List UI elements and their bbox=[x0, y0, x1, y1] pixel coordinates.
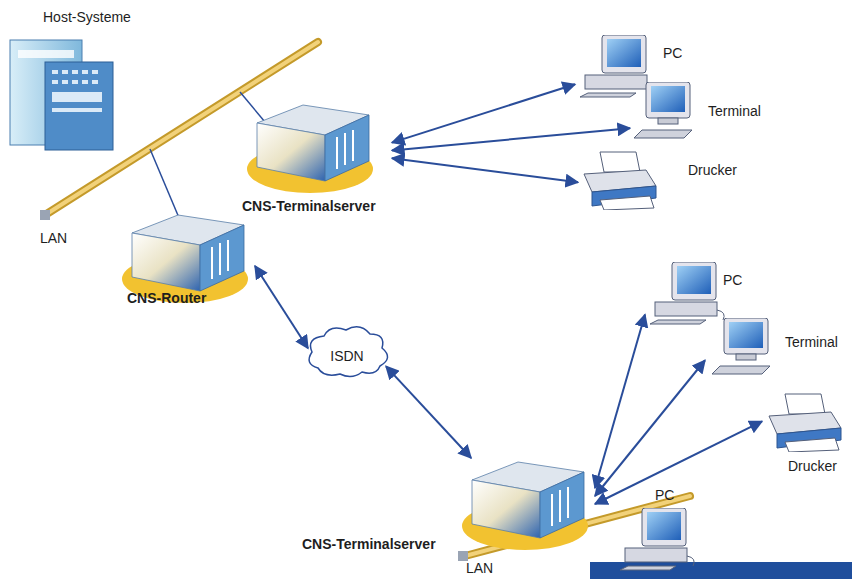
device-label: Terminal bbox=[708, 103, 761, 119]
device-label: PC bbox=[663, 45, 682, 61]
link-arrow bbox=[386, 366, 471, 458]
device-label: Terminal bbox=[785, 334, 838, 350]
link-arrow bbox=[595, 315, 645, 489]
link-arrow bbox=[595, 360, 705, 496]
device-label: CNS-Terminalserver bbox=[302, 536, 436, 552]
isdn-cloud: ISDN bbox=[308, 330, 386, 382]
terminal: Terminal bbox=[705, 330, 845, 385]
network-label: LAN bbox=[40, 230, 67, 246]
device-label: PC bbox=[723, 272, 742, 288]
host-systems: Host-Systeme bbox=[5, 5, 140, 150]
device-label: ISDN bbox=[330, 348, 363, 364]
device-label: Host-Systeme bbox=[43, 9, 131, 25]
printer: Drucker bbox=[578, 152, 748, 207]
terminal-server: CNS-Terminalserver bbox=[240, 88, 392, 218]
link-arrow bbox=[255, 266, 308, 348]
device-label: Drucker bbox=[688, 162, 737, 178]
pc: PC bbox=[645, 262, 745, 332]
terminal-server: CNS-Terminalserver bbox=[300, 458, 595, 558]
link-arrow bbox=[595, 421, 762, 504]
printer: Drucker bbox=[762, 392, 847, 476]
link-arrow bbox=[392, 158, 578, 182]
device-label: Drucker bbox=[788, 458, 837, 474]
link-arrow bbox=[392, 128, 630, 150]
router: CNS-Router bbox=[115, 200, 255, 310]
device-label: CNS-Terminalserver bbox=[242, 198, 376, 214]
pc: PC bbox=[575, 35, 685, 93]
device-label: CNS-Router bbox=[127, 290, 206, 306]
network-label: LAN bbox=[466, 560, 493, 576]
device-label: PC bbox=[655, 487, 674, 503]
link-arrow bbox=[392, 84, 575, 142]
terminal: Terminal bbox=[630, 97, 763, 149]
pc: PC bbox=[615, 485, 710, 579]
